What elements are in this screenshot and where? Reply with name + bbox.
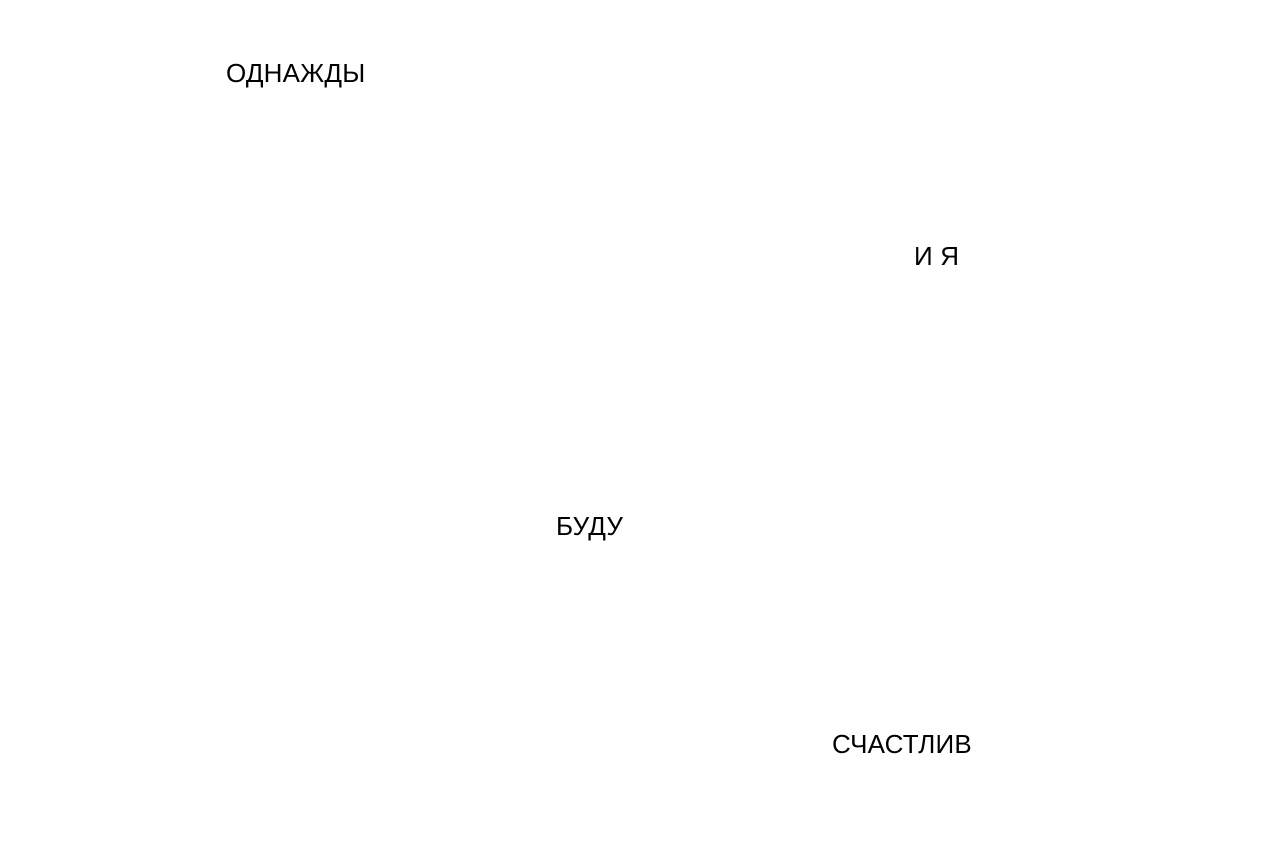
word-odnazhdy: ОДНАЖДЫ [226, 58, 366, 88]
word-schastliv: СЧАСТЛИВ [832, 729, 972, 759]
word-budu: БУДУ [556, 511, 624, 541]
word-i-ya: И Я [914, 241, 960, 271]
